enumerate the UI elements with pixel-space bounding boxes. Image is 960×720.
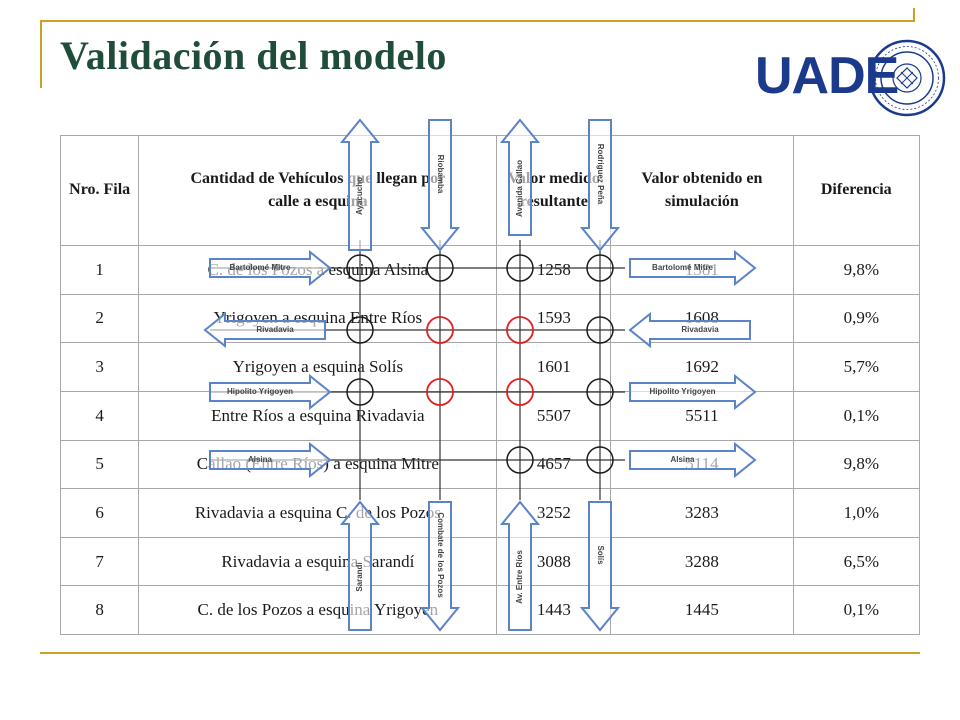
- header-nro-fila: Nro. Fila: [59, 135, 140, 246]
- street-label: Solís: [596, 545, 605, 565]
- intersection-node-highlighted: [506, 378, 534, 406]
- intersection-node: [506, 446, 534, 474]
- intersection-node-highlighted: [426, 316, 454, 344]
- cell-nro: 8: [59, 585, 140, 635]
- street-label: Hipolito Yrigoyen: [649, 387, 715, 396]
- intersection-node-highlighted: [426, 378, 454, 406]
- cell-nro: 2: [59, 293, 140, 344]
- intersection-node: [586, 316, 614, 344]
- traffic-arrow-down: [579, 501, 621, 632]
- street-label: Ayacucho: [355, 177, 364, 215]
- header-diferencia: Diferencia: [792, 135, 921, 246]
- traffic-arrow-down: [419, 119, 461, 252]
- traffic-arrow-left: [628, 311, 751, 349]
- traffic-arrow-down: [419, 501, 461, 632]
- street-label: Rodriguez Peña: [596, 144, 605, 205]
- traffic-arrow-down: [579, 119, 621, 252]
- traffic-arrow-left: [203, 311, 326, 349]
- cell-description: Yrigoyen a esquina Solís: [138, 342, 498, 392]
- intersection-node: [506, 254, 534, 282]
- cell-difference: 0,1%: [792, 585, 921, 635]
- cell-simulated: 3288: [610, 536, 794, 587]
- right-accent-line: [913, 8, 915, 22]
- left-accent-line: [40, 20, 42, 88]
- uade-logo: UADE: [755, 38, 946, 118]
- street-label: Bartolomé Mitre: [230, 263, 291, 272]
- intersection-node: [346, 254, 374, 282]
- traffic-arrow-up: [339, 500, 381, 631]
- street-label: Hipolito Yrigoyen: [227, 387, 293, 396]
- slide-title: Validación del modelo: [60, 33, 447, 78]
- cell-difference: 1,0%: [792, 488, 921, 538]
- street-label: Rivadavia: [681, 325, 719, 334]
- traffic-arrow-up: [339, 118, 381, 251]
- cell-difference: 9,8%: [792, 439, 921, 490]
- intersection-node: [426, 254, 454, 282]
- cell-nro: 6: [59, 488, 140, 538]
- intersection-node-highlighted: [506, 316, 534, 344]
- street-label: Sarandí: [355, 562, 364, 592]
- cell-difference: 0,1%: [792, 390, 921, 441]
- street-label: Riobamba: [436, 155, 445, 194]
- traffic-arrow-right: [209, 249, 332, 287]
- traffic-arrow-right: [629, 441, 757, 479]
- cell-difference: 5,7%: [792, 342, 921, 392]
- cell-simulated: 1445: [610, 585, 794, 635]
- traffic-arrow-up: [499, 118, 541, 236]
- cell-nro: 1: [59, 245, 140, 295]
- cell-difference: 9,8%: [792, 245, 921, 295]
- traffic-arrow-right: [629, 249, 757, 287]
- intersection-node: [346, 378, 374, 406]
- street-label: Alsina: [670, 455, 695, 464]
- cell-nro: 4: [59, 390, 140, 441]
- cell-nro: 5: [59, 439, 140, 490]
- bottom-accent-line: [40, 652, 920, 654]
- traffic-arrow-right: [629, 373, 757, 411]
- cell-measured: 1258: [496, 245, 612, 295]
- cell-simulated: 3283: [610, 488, 794, 538]
- intersection-node: [346, 316, 374, 344]
- traffic-arrow-up: [499, 500, 541, 631]
- top-accent-line: [40, 20, 915, 22]
- street-label: Alsina: [248, 455, 273, 464]
- street-label: Rivadavia: [256, 325, 294, 334]
- street-label: Avenida Callao: [515, 160, 524, 217]
- street-label: Av. Entre Ríos: [515, 550, 524, 604]
- traffic-arrow-right: [209, 441, 332, 479]
- street-label: Bartolomé Mitre: [652, 263, 713, 272]
- street-label: Combate de los Pozos: [436, 512, 445, 598]
- cell-difference: 0,9%: [792, 293, 921, 344]
- intersection-node: [586, 378, 614, 406]
- intersection-node: [586, 254, 614, 282]
- intersection-node: [586, 446, 614, 474]
- traffic-arrow-right: [209, 373, 332, 411]
- university-seal-icon: [868, 39, 946, 117]
